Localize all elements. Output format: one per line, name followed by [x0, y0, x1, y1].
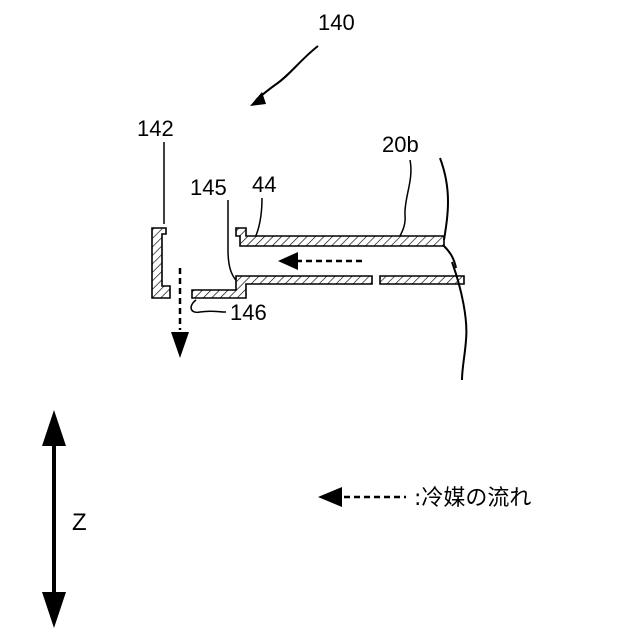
upper-plate-20b [236, 228, 444, 246]
label-142: 142 [137, 116, 174, 141]
label-145: 145 [190, 175, 227, 200]
lower-plate-right [380, 276, 464, 284]
label-140: 140 [318, 10, 355, 35]
z-axis-arrowhead-down [42, 592, 66, 628]
label-44: 44 [252, 172, 276, 197]
leader-146 [191, 300, 226, 312]
lower-plate-left [192, 276, 372, 298]
leader-140-arrow [256, 46, 318, 100]
legend-text: :冷媒の流れ [414, 486, 531, 511]
flow-arrow-horizontal-head [278, 252, 298, 270]
label-20b: 20b [382, 132, 419, 157]
part-142-wall [152, 228, 170, 298]
label-146: 146 [230, 300, 267, 325]
housing-outline-mid [444, 246, 456, 268]
z-axis-label: Z [72, 509, 87, 536]
z-axis-arrowhead-up [42, 410, 66, 446]
flow-arrow-vertical-head [171, 332, 189, 358]
leader-20b [400, 160, 411, 236]
legend-arrow-head [318, 487, 342, 507]
leader-145 [228, 200, 240, 284]
housing-outline [440, 158, 466, 380]
